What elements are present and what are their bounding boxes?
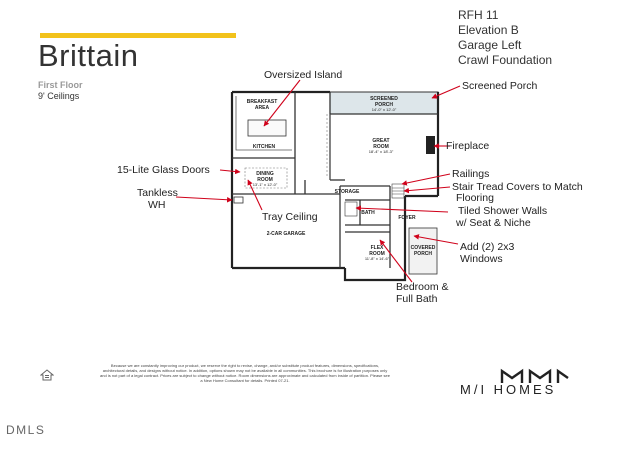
room-label: FLEX bbox=[371, 245, 384, 251]
floor-label: First Floor bbox=[38, 80, 83, 90]
ceiling-label: 9' Ceilings bbox=[38, 91, 80, 101]
room-label: FOYER bbox=[398, 215, 416, 221]
room-dimension: 14'-0" x 12'-0" bbox=[372, 107, 397, 112]
brand-name: M/I HOMES bbox=[460, 382, 557, 397]
spec-line: Elevation B bbox=[458, 23, 519, 37]
arrow-shower bbox=[355, 205, 449, 213]
brand-logo-icon bbox=[500, 368, 569, 383]
tray-ceiling-outline bbox=[244, 167, 288, 189]
spec-line: Garage Left bbox=[458, 38, 522, 52]
callout-bedroom-2: Full Bath bbox=[396, 293, 438, 305]
room-dimension: 11'-8" x 14'-6" bbox=[365, 256, 390, 261]
callout-tankless-2: WH bbox=[148, 199, 166, 211]
callout-tankless: Tankless bbox=[137, 187, 178, 199]
title-accent-bar bbox=[40, 33, 236, 38]
room-label: BREAKFAST bbox=[247, 99, 278, 105]
watermark: DMLS bbox=[6, 423, 46, 437]
room-label: BATH bbox=[361, 210, 375, 216]
shower bbox=[344, 201, 358, 217]
callout-stair-tread-2: Flooring bbox=[456, 192, 494, 204]
arrow-stair-tread bbox=[403, 186, 451, 194]
room-label: AREA bbox=[255, 105, 270, 111]
callout-shower: Tiled Shower Walls bbox=[458, 205, 548, 217]
stairs bbox=[391, 183, 405, 199]
fireplace-symbol bbox=[426, 136, 435, 154]
room-label: ROOM bbox=[373, 144, 389, 150]
callout-windows: Add (2) 2x3 bbox=[460, 241, 515, 253]
callout-windows-2: Windows bbox=[460, 253, 503, 265]
kitchen-counter bbox=[235, 96, 292, 151]
room-dimension: 18'-4" x 18'-3" bbox=[369, 149, 394, 154]
room-label: DINING bbox=[256, 171, 274, 177]
room-label: 2-CAR GARAGE bbox=[267, 231, 306, 237]
callout-bedroom: Bedroom & bbox=[396, 281, 449, 293]
callout-fireplace: Fireplace bbox=[446, 140, 490, 152]
kitchen-island bbox=[247, 119, 287, 137]
spec-block: RFH 11 Elevation B Garage Left Crawl Fou… bbox=[458, 8, 552, 68]
arrow-oversized-island bbox=[263, 79, 301, 127]
arrow-railings bbox=[401, 173, 451, 186]
spec-line: Crawl Foundation bbox=[458, 53, 553, 67]
room-label: PORCH bbox=[375, 102, 393, 108]
callout-shower-2: w/ Seat & Niche bbox=[456, 217, 531, 229]
room-label: GREAT bbox=[372, 138, 389, 144]
spec-line: RFH 11 bbox=[458, 8, 499, 22]
arrow-windows bbox=[413, 234, 459, 245]
callout-railings: Railings bbox=[452, 168, 490, 180]
arrow-screened-porch bbox=[431, 85, 461, 99]
room-label: ROOM bbox=[369, 251, 385, 257]
room-label: KITCHEN bbox=[253, 144, 276, 150]
callout-glass-doors: 15-Lite Glass Doors bbox=[117, 164, 210, 176]
room-label: STORAGE bbox=[335, 189, 360, 195]
room-label: PORCH bbox=[414, 251, 432, 257]
arrow-tray-ceiling bbox=[247, 179, 263, 211]
room-label: ROOM bbox=[257, 177, 273, 183]
arrow-tankless bbox=[175, 196, 233, 203]
callout-screened-porch: Screened Porch bbox=[462, 80, 538, 92]
callout-arrows bbox=[175, 79, 461, 283]
room-label: COVERED bbox=[411, 245, 436, 251]
callout-oversized-island: Oversized Island bbox=[264, 69, 343, 81]
room-dimension: 13'-1" x 12'-0" bbox=[253, 182, 278, 187]
arrow-bedroom bbox=[379, 239, 413, 283]
arrow-glass-doors bbox=[219, 168, 241, 175]
equal-housing-icon bbox=[40, 369, 54, 381]
disclaimer-text: Because we are constantly improving our … bbox=[100, 363, 390, 383]
callout-stair-tread: Stair Tread Covers to Match bbox=[452, 181, 583, 193]
room-label: SCREENED bbox=[370, 96, 398, 102]
plan-title: Brittain bbox=[38, 38, 139, 73]
callout-tray-ceiling: Tray Ceiling bbox=[262, 211, 318, 223]
water-heater bbox=[233, 196, 244, 204]
